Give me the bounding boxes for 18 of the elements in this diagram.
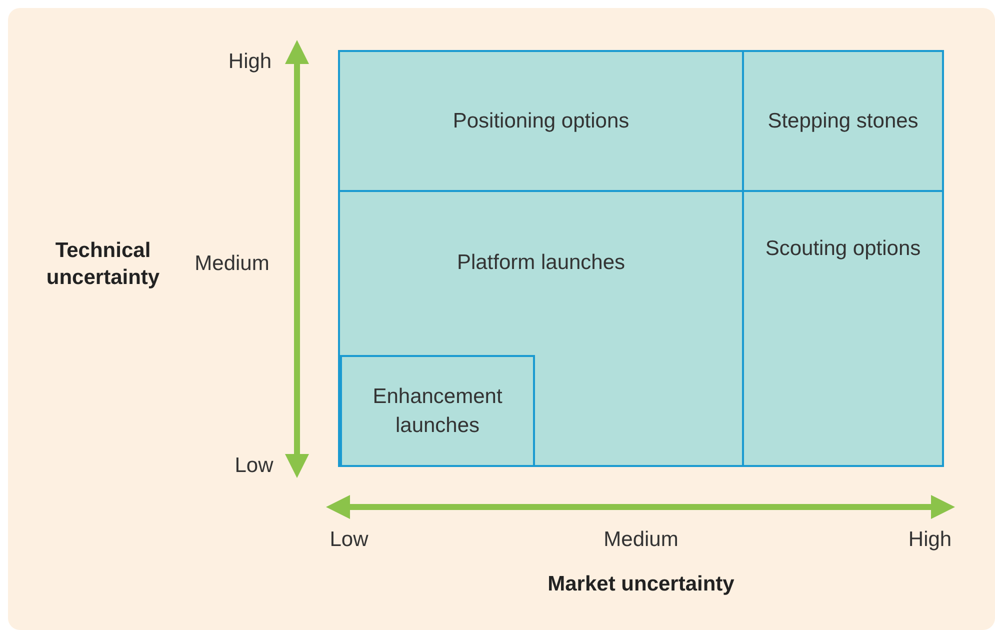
matrix-cell bbox=[340, 355, 535, 467]
matrix-cell bbox=[742, 50, 944, 192]
matrix-cell bbox=[742, 190, 944, 467]
cell-label: Scouting options bbox=[764, 236, 922, 262]
axis-tick-label: Medium bbox=[604, 528, 678, 552]
axis-title: Market uncertainty bbox=[548, 572, 734, 598]
axis-tick-label: High bbox=[908, 528, 952, 552]
axis-tick-label: Medium bbox=[194, 252, 270, 276]
axis-tick-label: High bbox=[228, 50, 272, 74]
cell-label: Enhancement launches bbox=[372, 384, 504, 439]
matrix-cell bbox=[338, 50, 744, 192]
axis-tick-label: Low bbox=[234, 454, 274, 478]
cell-label: Stepping stones bbox=[766, 108, 920, 134]
matrix-cell bbox=[338, 190, 744, 467]
axis-tick-label: Low bbox=[330, 528, 368, 552]
axis-title: Technical uncertainty bbox=[45, 238, 161, 291]
cell-label: Platform launches bbox=[456, 250, 626, 276]
cell-label: Positioning options bbox=[452, 108, 630, 134]
